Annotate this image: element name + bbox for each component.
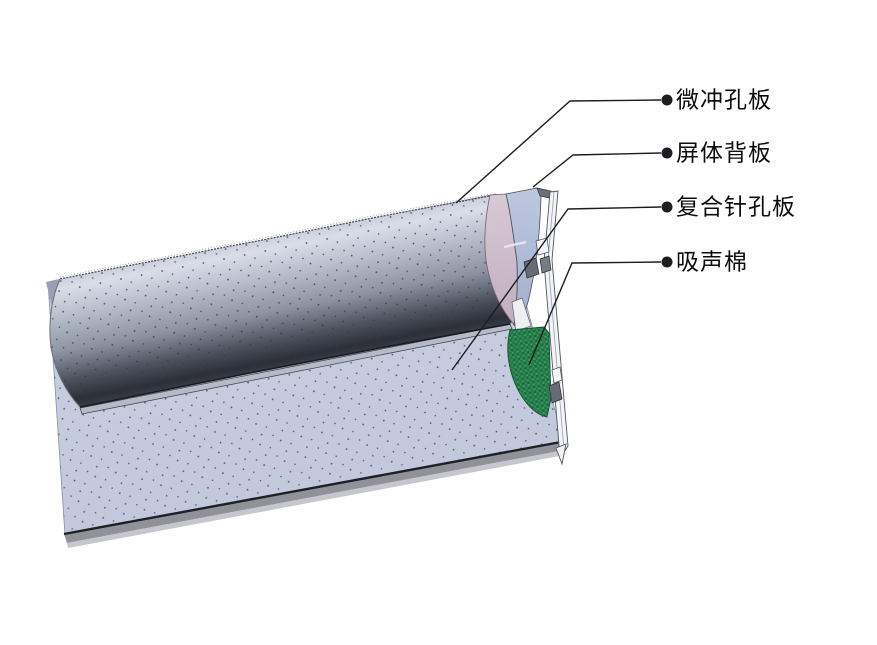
absorber-cotton [507, 326, 552, 418]
edge-frame [523, 187, 569, 466]
frame-block [548, 381, 563, 404]
frame-notch [551, 366, 563, 384]
inner-frame-strip [511, 297, 532, 332]
label-bullets [661, 94, 673, 268]
label-micro-perforated-plate: 微冲孔板 [676, 87, 772, 113]
label-bullet-icon [661, 256, 673, 268]
label-bullet-icon [661, 201, 673, 213]
frame-notch [535, 237, 550, 256]
label-back-plate: 屏体背板 [676, 140, 772, 166]
plate-corner-shade [46, 279, 59, 311]
leader-line-micro-perforated [455, 99, 662, 204]
label-composite-pinhole-plate: 复合针孔板 [676, 194, 796, 220]
curved-plate-edge-sliver [79, 323, 513, 415]
label-bullet-icon [661, 94, 673, 106]
leader-lines [451, 99, 662, 371]
label-sound-absorbing-cotton: 吸声棉 [676, 249, 748, 275]
panel-edge-band [63, 440, 565, 548]
back-plate-joint-line [503, 240, 527, 249]
leader-line-pinhole-plate [451, 206, 662, 371]
frame-block [539, 255, 552, 274]
panel-assembly [46, 94, 673, 548]
label-bullet-icon [661, 147, 673, 159]
micro-perforated-plate [49, 193, 512, 408]
frame-bottom-tip [555, 443, 567, 466]
leader-line-absorber [528, 261, 662, 366]
leader-line-back-plate [532, 152, 662, 188]
